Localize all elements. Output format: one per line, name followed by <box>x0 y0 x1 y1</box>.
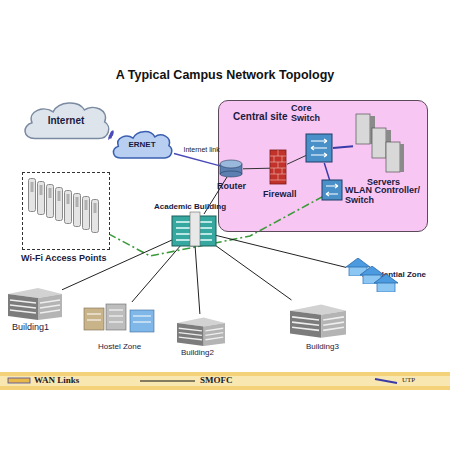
network-link <box>333 146 353 148</box>
node-label: Firewall <box>263 189 297 199</box>
residential-zone-node: Residential Zone <box>346 256 400 292</box>
node-label: Core Switch <box>291 103 335 124</box>
network-link <box>110 196 323 256</box>
node-label: Academic Building <box>154 202 226 211</box>
building-node: Building1 <box>8 284 62 320</box>
node-label: Internet <box>20 115 112 127</box>
academic-building-symbol <box>172 216 216 246</box>
network-link <box>287 155 307 164</box>
node-label: Building3 <box>306 342 339 351</box>
legend-band <box>0 372 450 390</box>
server-symbol <box>386 142 400 172</box>
access-point <box>56 188 63 221</box>
server-side <box>386 130 391 158</box>
hostel-symbol <box>130 310 154 332</box>
network-link <box>216 246 292 300</box>
access-point <box>38 182 45 215</box>
access-point-group: Wi-Fi Access Points <box>22 172 110 250</box>
router-symbol-top <box>220 160 242 168</box>
network-link <box>174 154 221 167</box>
firewall-node: Firewall <box>271 151 287 185</box>
hostel-zone-node: Hostel Zone <box>82 302 156 332</box>
server-side <box>400 144 404 172</box>
switch-arrows <box>311 139 327 157</box>
access-point <box>92 200 99 233</box>
router-symbol <box>220 164 242 174</box>
wan-link-sample <box>8 378 30 383</box>
wlan-controller-symbol <box>322 180 342 200</box>
access-point <box>65 191 72 224</box>
building-symbol <box>177 318 225 346</box>
core-switch-node: Core Switch <box>307 135 333 163</box>
firewall-symbol <box>270 150 286 184</box>
building-windows <box>87 310 151 322</box>
utp-line-sample <box>375 379 397 383</box>
building-windows <box>176 222 212 240</box>
switch-arrows <box>326 184 338 196</box>
network-link <box>132 246 180 302</box>
node-label: Central site <box>233 111 287 123</box>
academic-building-node: Academic Building <box>172 214 216 246</box>
firewall-bricks <box>270 150 286 180</box>
router-symbol-base <box>220 171 242 177</box>
house-symbol <box>346 258 370 276</box>
router-node: Router <box>221 161 243 177</box>
ernet-cloud: ERNET <box>110 128 174 162</box>
node-label: Router <box>217 181 246 191</box>
legend-label: WAN Links <box>34 375 79 385</box>
node-label: WLAN Controller/ Switch <box>345 185 423 206</box>
building-node: Building2 <box>175 314 227 346</box>
internet-cloud: Internet <box>20 98 112 144</box>
network-link <box>243 168 271 170</box>
diagram-title: A Typical Campus Network Topology <box>0 68 450 82</box>
access-point <box>29 179 36 212</box>
server-towers <box>356 114 404 172</box>
servers-node: Servers <box>353 113 405 175</box>
server-symbol <box>356 114 370 144</box>
network-link <box>109 132 112 138</box>
core-switch-symbol <box>306 134 332 162</box>
building-symbol <box>290 304 346 337</box>
building-symbol <box>8 288 62 320</box>
node-label: Building1 <box>12 322 49 332</box>
server-symbol <box>372 128 386 158</box>
access-point <box>74 194 81 227</box>
house-symbol <box>360 266 384 284</box>
legend-label: UTP <box>402 376 415 384</box>
smofc-line-sample <box>140 380 195 381</box>
building-node: Building3 <box>290 300 346 338</box>
house-symbol <box>374 274 398 292</box>
node-label: Hostel Zone <box>98 342 141 351</box>
node-label: Wi-Fi Access Points <box>21 253 107 263</box>
network-link <box>195 246 200 314</box>
node-label: Residential Zone <box>362 270 426 279</box>
node-label: Building2 <box>181 348 214 357</box>
central-site-box: Central siteRouterFirewallCore SwitchSer… <box>218 100 428 232</box>
hostel-symbol <box>106 304 126 330</box>
building-tower <box>190 212 200 246</box>
network-link <box>216 235 346 267</box>
link-label: Internet link <box>184 146 220 154</box>
network-link <box>62 240 172 290</box>
legend-band-stripe <box>0 376 450 386</box>
access-point <box>47 185 54 218</box>
network-link <box>204 177 227 214</box>
legend-label: SMOFC <box>200 375 233 385</box>
wlan-controller-node: WLAN Controller/ Switch <box>323 181 343 201</box>
access-point <box>83 197 90 230</box>
server-side <box>370 116 375 144</box>
network-link <box>324 163 330 181</box>
hostel-symbol <box>84 308 104 330</box>
node-label: ERNET <box>110 140 174 149</box>
